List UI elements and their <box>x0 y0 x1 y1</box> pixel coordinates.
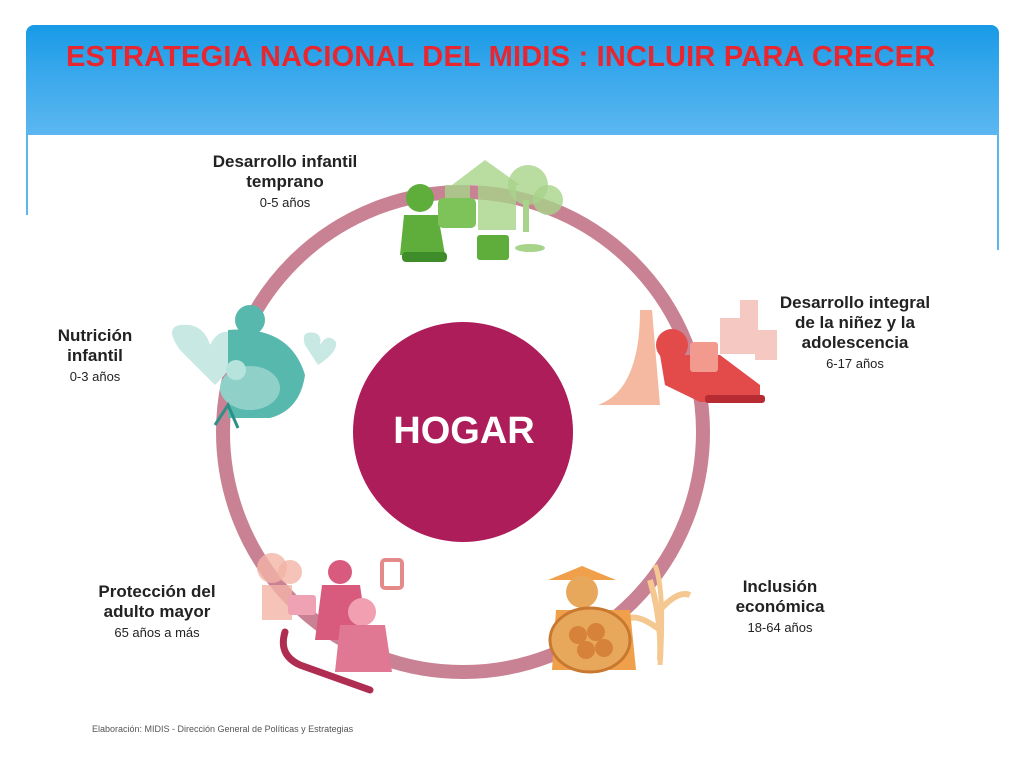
frame-line-left <box>26 135 28 215</box>
mother-nursing-icon <box>172 305 337 429</box>
stage-early-childhood: Desarrollo infantil temprano 0-5 años <box>175 152 395 210</box>
stage-age-range: 18-64 años <box>747 620 813 635</box>
title-banner: ESTRATEGIA NACIONAL DEL MIDIS : INCLUIR … <box>26 25 999 135</box>
stage-elderly-protection: Protección del adulto mayor 65 años a má… <box>72 582 242 640</box>
stage-title-line: infantil <box>67 346 123 365</box>
hub-label: HOGAR <box>393 410 535 452</box>
stage-title-line: Desarrollo infantil <box>212 152 358 171</box>
stage-title-line: Desarrollo integral <box>779 293 931 312</box>
stage-age-range: 65 años a más <box>114 625 200 640</box>
stage-title-line: adulto mayor <box>103 602 211 621</box>
stage-age-range: 0-3 años <box>69 369 121 384</box>
frame-line-right <box>997 135 999 250</box>
page-title: ESTRATEGIA NACIONAL DEL MIDIS : INCLUIR … <box>66 41 936 73</box>
stage-title-line: temprano <box>246 172 324 191</box>
stage-title-line: adolescencia <box>801 333 909 352</box>
stage-title-line: económica <box>735 597 825 616</box>
teen-reading-icon <box>598 300 777 405</box>
stage-age-range: 6-17 años <box>826 356 884 371</box>
stage-title-line: Nutrición <box>57 326 133 345</box>
stage-economic-inclusion: Inclusión económica 18-64 años <box>700 577 860 635</box>
stage-childhood-adolescence: Desarrollo integral de la niñez y la ado… <box>740 293 970 371</box>
stage-title-line: de la niñez y la <box>795 313 915 332</box>
hogar-hub <box>353 322 573 542</box>
stage-title-line: Protección del <box>98 582 216 601</box>
stage-age-range: 0-5 años <box>259 195 311 210</box>
stage-title-line: Inclusión <box>742 577 818 596</box>
elderly-care-icon <box>257 553 404 694</box>
child-reading-icon <box>400 160 563 262</box>
farmer-harvest-icon <box>548 564 692 674</box>
stage-child-nutrition: Nutrición infantil 0-3 años <box>40 326 150 384</box>
source-credit: Elaboración: MIDIS - Dirección General d… <box>92 724 354 734</box>
